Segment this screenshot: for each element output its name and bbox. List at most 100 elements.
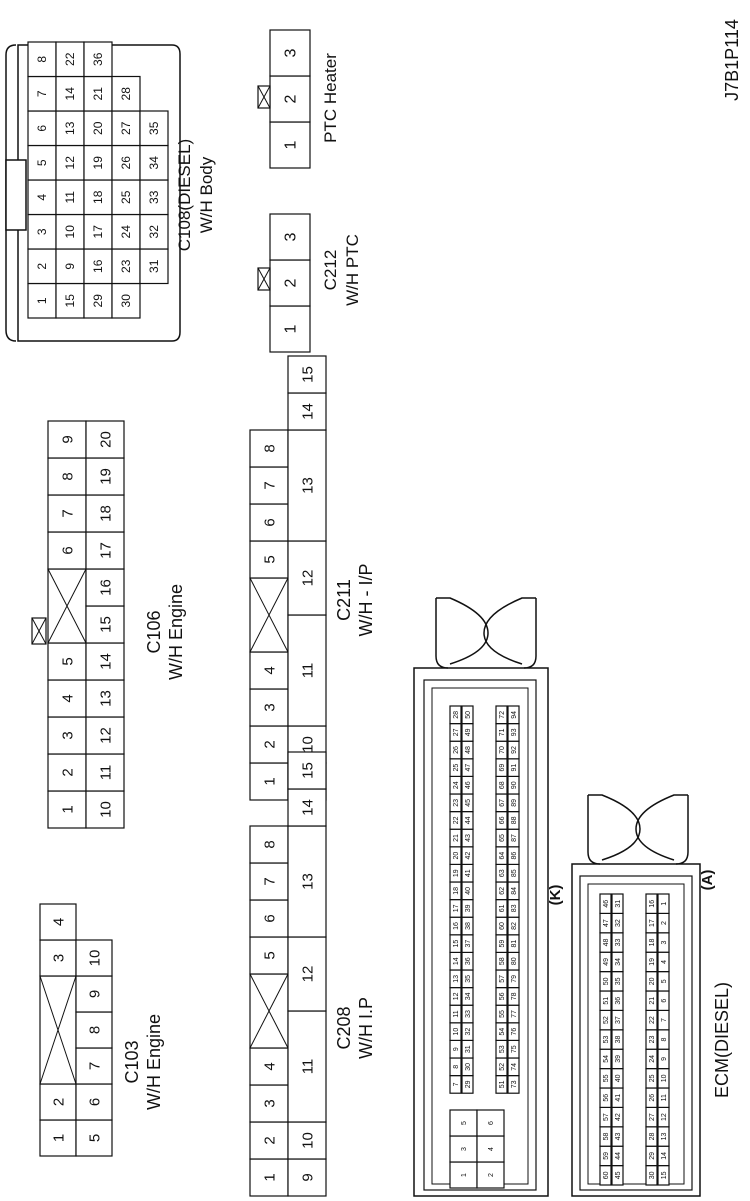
ecm-k-cell bbox=[461, 705, 474, 725]
c103-cell bbox=[75, 1011, 113, 1049]
c208-pin-label: 4 bbox=[261, 1062, 278, 1070]
c108-pin-label: 29 bbox=[91, 294, 105, 308]
c208-pin-label: 2 bbox=[261, 1136, 278, 1144]
c106-pin-label: 4 bbox=[59, 694, 76, 702]
c208-pin-label: 12 bbox=[299, 966, 316, 983]
ecm-k-pin-label: 70 bbox=[499, 746, 506, 754]
ecm-k-cell bbox=[476, 1135, 505, 1163]
c106-cell bbox=[85, 790, 125, 829]
ecm-a-pin-label: 55 bbox=[603, 1074, 610, 1082]
ecm-a-pin-label: 29 bbox=[649, 1152, 656, 1160]
ecm-k-cell bbox=[476, 1109, 505, 1137]
ecm-a-pin-label: 2 bbox=[661, 921, 668, 925]
ecm-k-cell bbox=[476, 1161, 505, 1189]
c211-pin-label: 14 bbox=[299, 403, 316, 420]
c211-pin-label: 12 bbox=[299, 570, 316, 587]
ecm-k-pin-label: 93 bbox=[511, 728, 518, 736]
ecm-k-pin-label: 73 bbox=[511, 1080, 518, 1088]
c108-pin-label: 26 bbox=[119, 156, 133, 170]
ecm-k-pin-label: 33 bbox=[465, 1010, 472, 1018]
ecm-a-pin-label: 22 bbox=[649, 1016, 656, 1024]
ecm-a-pin-label: 40 bbox=[615, 1074, 622, 1082]
c108-cell bbox=[27, 110, 57, 147]
ecm-k-pin-label: 25 bbox=[453, 764, 460, 772]
c106-pin-label: 16 bbox=[97, 579, 114, 596]
ecm-a-pin-label: 24 bbox=[649, 1055, 656, 1063]
ecm-name: ECM(DIESEL) bbox=[712, 982, 732, 1098]
ecm-a-pin-label: 33 bbox=[615, 939, 622, 947]
c108-pin-label: 8 bbox=[35, 56, 49, 63]
ecm-k-pin-label: 72 bbox=[499, 711, 506, 719]
ecm-k-pin-label: 79 bbox=[511, 975, 518, 983]
c103-cell bbox=[39, 903, 77, 941]
ecm-k-pin-label: 91 bbox=[511, 764, 518, 772]
ecm-k-pin-label: 48 bbox=[465, 746, 472, 754]
c208-cell bbox=[287, 825, 327, 938]
ecm-a-pin-label: 48 bbox=[603, 939, 610, 947]
c108-cell bbox=[111, 144, 141, 181]
c106-cell bbox=[47, 420, 87, 459]
ecm-a-cell bbox=[599, 893, 612, 914]
c108-cell bbox=[83, 213, 113, 250]
ecm-a-pin-label: 16 bbox=[649, 900, 656, 908]
ecm-a-pin-label: 47 bbox=[603, 919, 610, 927]
ecm-k-pin-label: 31 bbox=[465, 1045, 472, 1053]
c106-cell bbox=[85, 531, 125, 570]
c211-cell bbox=[287, 355, 327, 394]
c108-desc: W/H Body bbox=[197, 156, 216, 233]
ecm-a-pin-label: 57 bbox=[603, 1113, 610, 1121]
c103-desc: W/H Engine bbox=[144, 1014, 164, 1110]
c106-cell bbox=[85, 679, 125, 718]
ecm-a-pin-label: 26 bbox=[649, 1094, 656, 1102]
c211-cell bbox=[287, 392, 327, 431]
ecm-a-pin-label: 56 bbox=[603, 1094, 610, 1102]
c211-cell bbox=[249, 503, 289, 542]
c212-desc: W/H PTC bbox=[343, 234, 362, 306]
c106-pin-label: 2 bbox=[59, 768, 76, 776]
ecm-k-pin-label: 53 bbox=[499, 1045, 506, 1053]
ecm-k-cell bbox=[449, 1109, 478, 1137]
c211-pin-label: 10 bbox=[299, 736, 316, 753]
c106-pin-label: 13 bbox=[97, 690, 114, 707]
c208-cell bbox=[287, 788, 327, 827]
ecm-a-pin-label: 54 bbox=[603, 1055, 610, 1063]
c108-pin-label: 23 bbox=[119, 259, 133, 273]
ecm-k-pin-label: 62 bbox=[499, 887, 506, 895]
ecm-a-pin-label: 19 bbox=[649, 958, 656, 966]
c208-pin-label: 15 bbox=[299, 762, 316, 779]
ecm-a-pin-label: 3 bbox=[661, 940, 668, 944]
c106-cell bbox=[85, 605, 125, 644]
ecm-a-pin-label: 17 bbox=[649, 919, 656, 927]
c208-cell bbox=[249, 825, 289, 864]
c108-pin-label: 2 bbox=[35, 263, 49, 270]
ecm-a-pin-label: 38 bbox=[615, 1036, 622, 1044]
c108-cell bbox=[83, 282, 113, 319]
ecm-k-pin-label: 86 bbox=[511, 852, 518, 860]
ecm-k-pin-label: 27 bbox=[453, 728, 460, 736]
c108-pin-label: 5 bbox=[35, 159, 49, 166]
ptc-heater-pin-label: 2 bbox=[283, 94, 300, 103]
ecm-k-pin-label: 94 bbox=[511, 711, 518, 719]
ecm-a-pin-label: 51 bbox=[603, 997, 610, 1005]
ecm-k-pin-label: 64 bbox=[499, 852, 506, 860]
c108-cell bbox=[27, 41, 57, 78]
c106-pin-label: 10 bbox=[97, 801, 114, 818]
c108-pin-label: 21 bbox=[91, 87, 105, 101]
c208-pin-label: 6 bbox=[261, 914, 278, 922]
c208-pin-label: 14 bbox=[299, 799, 316, 816]
c211-pin-label: 7 bbox=[261, 481, 278, 489]
ecm-a-pin-label: 12 bbox=[661, 1113, 668, 1121]
connector-ecm-a: 6059585756555453525150494847464544434241… bbox=[571, 794, 732, 1197]
c108-pin-label: 30 bbox=[119, 294, 133, 308]
connector-ptc-heater: 123 PTC Heater bbox=[257, 29, 340, 169]
ecm-k-pin-label: 1 bbox=[461, 1173, 468, 1177]
c103-pin-label: 8 bbox=[86, 1026, 103, 1034]
ecm-a-pin-label: 28 bbox=[649, 1133, 656, 1141]
ecm-k-pin-label: 5 bbox=[461, 1121, 468, 1125]
c106-cell bbox=[85, 457, 125, 496]
ecm-a-pin-label: 31 bbox=[615, 900, 622, 908]
ecm-k-pin-label: 65 bbox=[499, 834, 506, 842]
